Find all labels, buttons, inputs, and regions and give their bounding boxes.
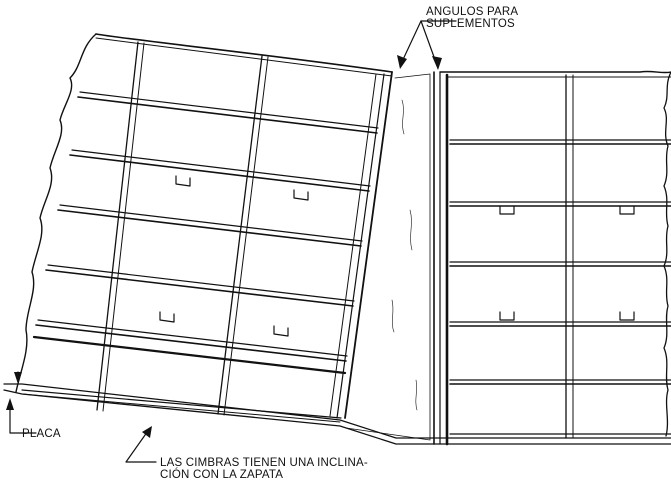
arrowhead-placa-top [14, 372, 22, 384]
cimbras-label-line2: CIÓN CON LA ZAPATA [160, 469, 284, 481]
angulos-label-line1: ANGULOS PARA [426, 6, 519, 18]
left-inclined-panel [15, 33, 393, 423]
placa-label: PLACA [22, 428, 61, 440]
placa-callout [9, 371, 37, 434]
right-vertical-panel [433, 70, 671, 446]
cimbras-callout [125, 427, 157, 463]
cimbras-label-line1: LAS CIMBRAS TIENEN UNA INCLINA- [160, 457, 368, 469]
arrowhead-left-angle [397, 55, 407, 69]
arrowhead-cimbras [142, 426, 152, 438]
arrowheads [6, 55, 442, 438]
cimbras-label: LAS CIMBRAS TIENEN UNA INCLINA- CIÓN CON… [160, 457, 368, 481]
angulos-label: ANGULOS PARA SUPLEMENTOS [426, 6, 518, 30]
base-plate [3, 383, 671, 445]
angulos-label-line2: SUPLEMENTOS [426, 18, 515, 30]
shim-gap [345, 73, 431, 441]
arrowhead-right-angle [432, 56, 442, 70]
arrowhead-placa [6, 398, 14, 410]
